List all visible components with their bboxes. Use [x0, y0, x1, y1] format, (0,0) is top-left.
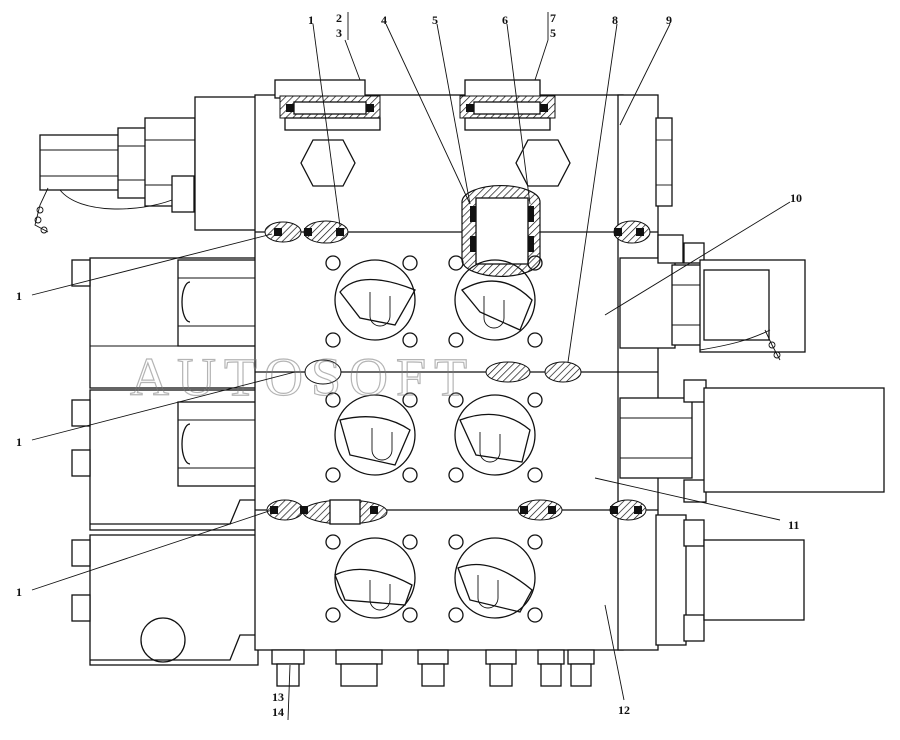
port-group-row-b [334, 394, 536, 476]
left-block-section-3 [71, 389, 259, 531]
callout-1-left-b: 1 [16, 435, 22, 449]
top-cap-right [459, 79, 556, 131]
callout-3: 3 [336, 26, 342, 40]
seal-row-2 [304, 359, 582, 385]
callout-4: 4 [381, 13, 387, 27]
leader-lines [31, 12, 791, 721]
port-group-row-c [334, 537, 536, 619]
watermark: AUTOSOFT [130, 347, 475, 407]
callout-10: 10 [790, 191, 802, 205]
callout-12: 12 [618, 703, 630, 717]
right-middle-cylinder [619, 379, 885, 503]
right-hydraulic-actuator [619, 234, 806, 361]
callout-11: 11 [788, 518, 799, 532]
right-upper-bolt [655, 117, 673, 207]
seal-row-3 [266, 499, 647, 525]
callout-14: 14 [272, 705, 284, 719]
seal-row-1 [264, 220, 651, 244]
callout-9: 9 [666, 13, 672, 27]
callout-13: 13 [272, 690, 284, 704]
port-group-row-a [334, 259, 536, 341]
left-hydraulic-actuator [34, 96, 258, 234]
callout-2: 2 [336, 11, 342, 25]
left-block-section-2 [71, 257, 259, 389]
center-spool-section [461, 184, 541, 278]
bottom-fittings [271, 649, 595, 687]
callout-5b: 5 [550, 26, 556, 40]
callout-8: 8 [612, 13, 618, 27]
hex-plug-right [515, 139, 571, 187]
right-lower-cylinder [655, 514, 805, 646]
bolt-holes [325, 255, 543, 623]
callout-7: 7 [550, 11, 556, 25]
hex-plug-left [300, 139, 356, 187]
callout-1-left-c: 1 [16, 585, 22, 599]
left-block-section-4 [71, 534, 259, 666]
callout-1-left-a: 1 [16, 289, 22, 303]
callout-5: 5 [432, 13, 438, 27]
callout-1: 1 [308, 13, 314, 27]
top-cap-left [274, 79, 381, 131]
callout-6: 6 [502, 13, 508, 27]
